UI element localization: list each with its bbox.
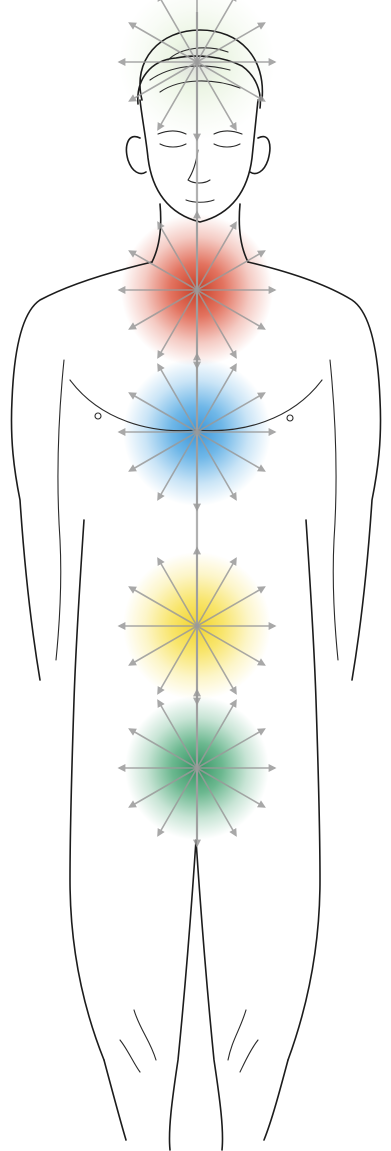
heart-rays <box>119 354 275 510</box>
left-ear <box>127 137 147 174</box>
left-knee-marks <box>120 1010 156 1072</box>
solar-plexus-rays <box>119 548 275 704</box>
right-inner-arm <box>330 360 338 660</box>
left-eye <box>160 144 186 147</box>
nose <box>188 150 210 183</box>
sacral-rays <box>119 690 275 846</box>
mouth <box>186 200 214 202</box>
left-inner-arm <box>56 360 64 660</box>
left-nipple <box>95 413 101 419</box>
right-nipple <box>287 415 293 421</box>
throat-rays <box>119 212 275 368</box>
legs-outline <box>104 840 288 1150</box>
right-eye <box>214 144 240 147</box>
right-knee-marks <box>228 1010 258 1072</box>
